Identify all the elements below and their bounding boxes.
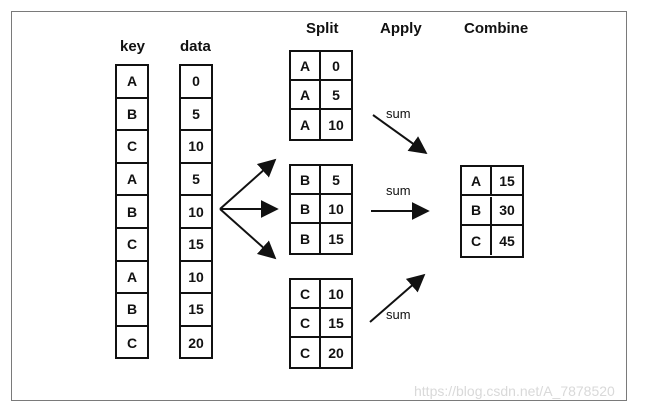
key-column-cell: C [117, 229, 147, 262]
split-group-key-cell: A [291, 52, 321, 81]
key-column-cell: A [117, 164, 147, 197]
data-column-cell: 10 [181, 262, 211, 295]
key-column-cell: B [117, 294, 147, 327]
split-arrow-top [219, 158, 277, 210]
split-group-value-cell: 15 [328, 230, 344, 247]
data-column-cell: 15 [181, 294, 211, 327]
split-header: Split [306, 20, 339, 37]
split-group-value-cell: 10 [328, 116, 344, 133]
split-group-value-cell: 10 [321, 280, 351, 309]
split-group-key-cell: A [291, 81, 321, 110]
split-group-value-cell: 5 [321, 81, 351, 110]
split-group-value-cell: 15 [321, 309, 351, 338]
combine-value-cell: 30 [492, 197, 522, 226]
apply-sum-label-a: sum [386, 106, 411, 121]
split-group-value-cell: 0 [321, 52, 351, 81]
key-column-cell: C [117, 131, 147, 164]
data-column-cell: 5 [181, 164, 211, 197]
combine-arrow-bottom [369, 273, 426, 323]
split-group-key-cell: C [291, 280, 321, 309]
combine-value-cell: 45 [499, 232, 515, 249]
key-column-cell: C [126, 335, 138, 352]
split-group-key-cell: B [291, 224, 321, 253]
key-column-cell: A [117, 262, 147, 295]
data-column-cell: 10 [181, 196, 211, 229]
diagram-frame [11, 11, 627, 401]
split-group-key-cell: B [291, 195, 321, 224]
combine-arrow-top [372, 114, 428, 155]
combine-key-cell: B [462, 196, 492, 226]
key-column-cell: B [117, 99, 147, 132]
split-group-value-cell: 10 [321, 195, 351, 224]
key-column-cell: A [117, 66, 147, 99]
split-group-value-cell: 5 [321, 166, 351, 195]
split-group-key-cell: C [291, 338, 321, 367]
data-column-cell: 10 [181, 131, 211, 164]
split-group-key-cell: C [291, 309, 321, 338]
split-group-key-cell: B [291, 166, 321, 195]
split-group-key-cell: A [291, 110, 321, 139]
data-column-cell: 5 [181, 99, 211, 132]
apply-sum-label-c: sum [386, 307, 411, 322]
combine-header: Combine [464, 20, 529, 37]
data-header: data [180, 38, 211, 55]
data-column-cell: 15 [181, 229, 211, 262]
watermark: https://blog.csdn.net/A_7878520 [414, 383, 615, 399]
key-column-cell: B [117, 196, 147, 229]
split-arrow-bottom [219, 208, 277, 260]
split-group-value-cell: 20 [328, 344, 344, 361]
combine-value-cell: 15 [492, 167, 522, 196]
combine-key-cell: C [462, 226, 492, 256]
apply-header: Apply [380, 20, 422, 37]
key-header: key [120, 38, 146, 55]
combine-key-cell: A [462, 167, 492, 196]
data-column-cell: 20 [188, 335, 204, 352]
apply-sum-label-b: sum [386, 183, 411, 198]
data-column-cell: 0 [181, 66, 211, 99]
